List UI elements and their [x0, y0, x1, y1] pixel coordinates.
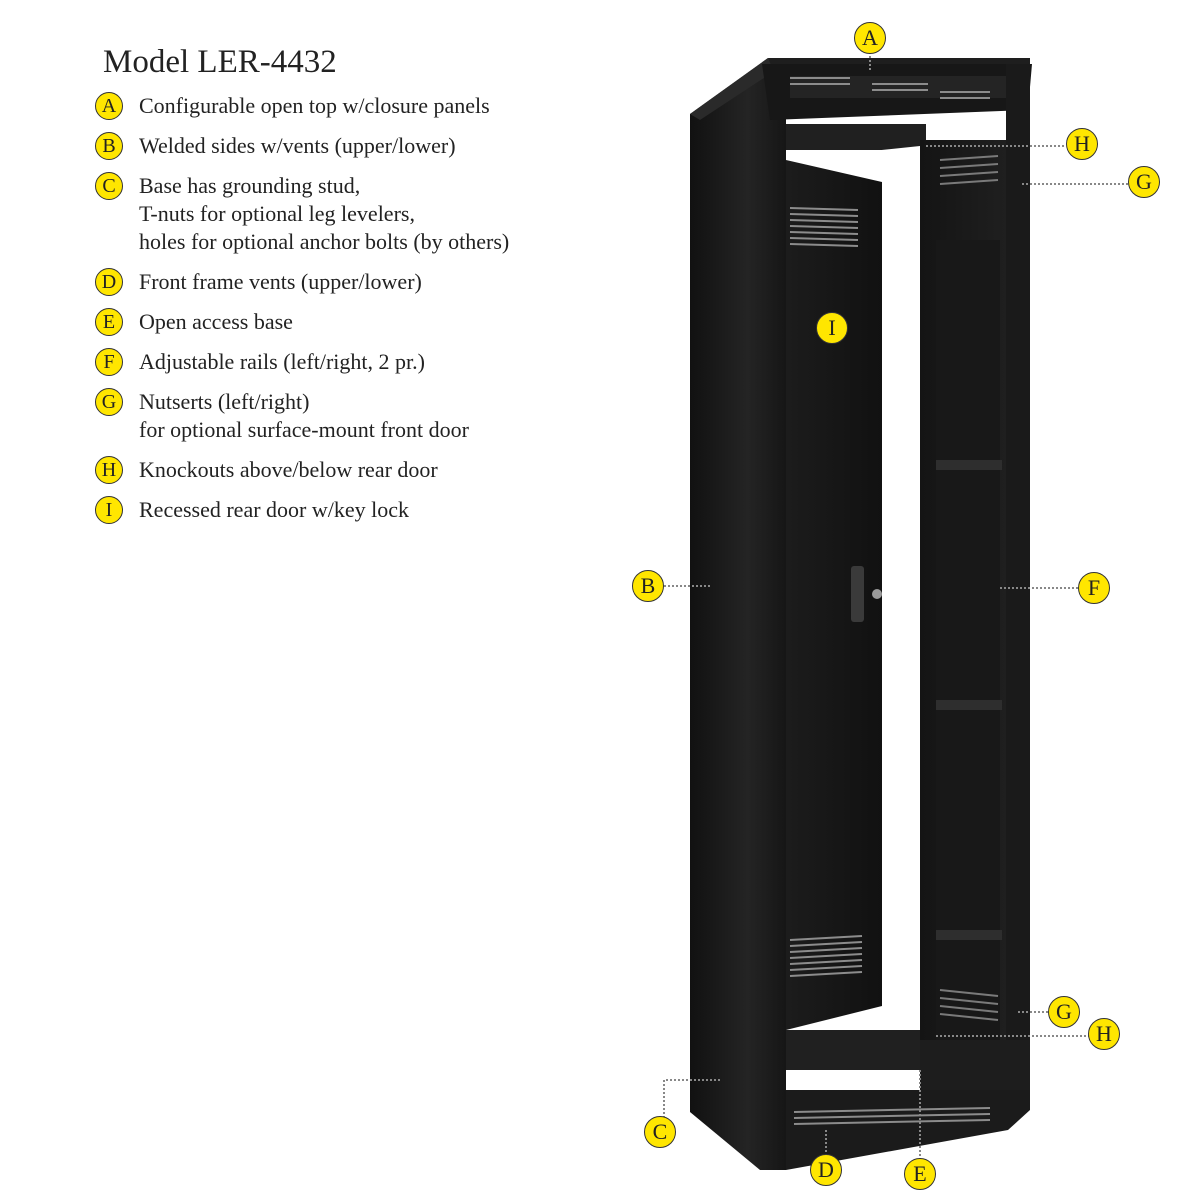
rack-side-panel — [690, 58, 786, 1170]
legend-badge-f: F — [95, 348, 123, 376]
callout-a: A — [854, 22, 886, 54]
adjustable-rails — [936, 460, 1002, 940]
door-vents-upper — [789, 207, 859, 247]
callout-h-lower: H — [1088, 1018, 1120, 1050]
legend-text-g: Nutserts (left/right) for optional surfa… — [139, 389, 469, 442]
legend-text-a: Configurable open top w/closure panels — [139, 93, 490, 118]
diagram-title: Model LER-4432 — [103, 44, 337, 80]
rack-top-frame — [762, 58, 1032, 150]
callout-f: F — [1078, 572, 1110, 604]
door-vents-lower — [789, 935, 863, 977]
door-handle — [851, 566, 864, 622]
legend-text-h: Knockouts above/below rear door — [139, 457, 438, 482]
feature-legend: A Configurable open top w/closure panels… — [95, 0, 615, 560]
callout-g-upper: G — [1128, 166, 1160, 198]
legend-text-f: Adjustable rails (left/right, 2 pr.) — [139, 349, 425, 374]
callout-h-upper: H — [1066, 128, 1098, 160]
callout-b: B — [632, 570, 664, 602]
callout-c: C — [644, 1116, 676, 1148]
callout-e: E — [904, 1158, 936, 1190]
callout-g-lower: G — [1048, 996, 1080, 1028]
legend-text-d: Front frame vents (upper/lower) — [139, 269, 422, 294]
legend-text-i: Recessed rear door w/key lock — [139, 497, 410, 522]
legend-badge-c: C — [95, 172, 123, 200]
frame-vents-upper — [939, 155, 999, 185]
callout-i: I — [816, 312, 848, 344]
legend-badge-b: B — [95, 132, 123, 160]
key-lock-icon — [872, 589, 882, 599]
frame-vents-lower — [939, 989, 999, 1021]
legend-text-c: Base has grounding stud, T-nuts for opti… — [139, 173, 510, 254]
legend-badge-i: I — [95, 496, 123, 524]
base-vents — [793, 1107, 991, 1125]
legend-badge-d: D — [95, 268, 123, 296]
legend-badge-h: H — [95, 456, 123, 484]
legend-text-e: Open access base — [139, 309, 293, 334]
top-vents — [790, 77, 990, 99]
legend-badge-g: G — [95, 388, 123, 416]
rear-door — [786, 160, 882, 1030]
callout-d: D — [810, 1154, 842, 1186]
legend-text-b: Welded sides w/vents (upper/lower) — [139, 133, 456, 158]
legend-badge-e: E — [95, 308, 123, 336]
legend-badge-a: A — [95, 92, 123, 120]
leader-lines — [663, 52, 1130, 1160]
